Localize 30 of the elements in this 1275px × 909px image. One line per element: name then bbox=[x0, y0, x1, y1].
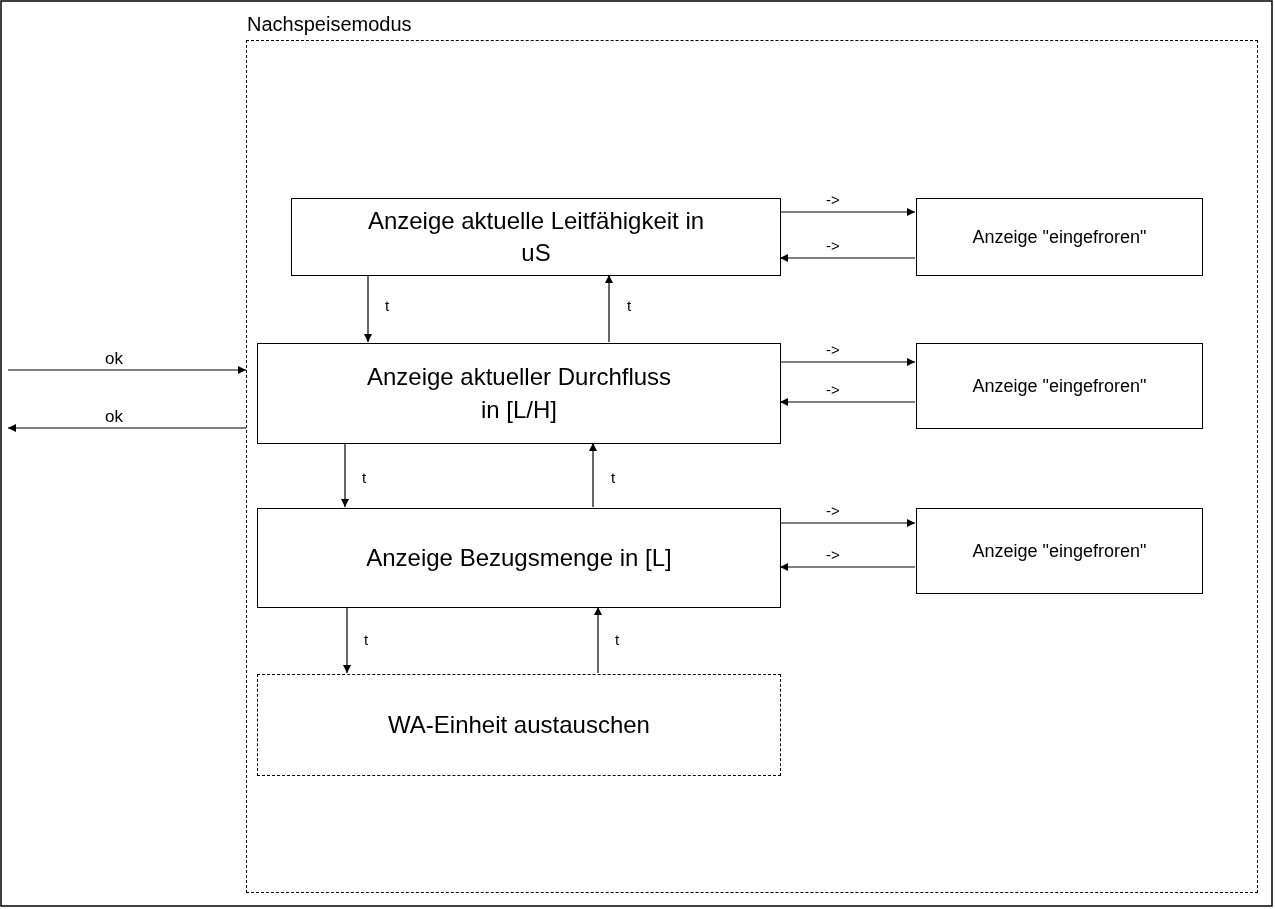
arrow bbox=[343, 606, 351, 674]
edge-label: t bbox=[364, 632, 369, 647]
arrow bbox=[341, 442, 349, 508]
state-box: Anzeige aktuelle Leitfähigkeit in uS bbox=[291, 198, 781, 276]
edge-label: ok bbox=[105, 350, 123, 367]
arrow bbox=[589, 442, 597, 508]
group-heading: Nachspeisemodus bbox=[247, 13, 412, 36]
arrow bbox=[605, 274, 613, 343]
state-box: Anzeige "eingefroren" bbox=[916, 198, 1203, 276]
dashed-state-box: WA-Einheit austauschen bbox=[257, 674, 781, 776]
edge-label: t bbox=[615, 632, 620, 647]
edge-label: t bbox=[385, 298, 390, 313]
arrow bbox=[7, 366, 247, 374]
edge-label: t bbox=[611, 470, 616, 485]
arrow bbox=[7, 424, 247, 432]
arrow bbox=[364, 274, 372, 343]
arrow bbox=[779, 358, 916, 366]
state-box: Anzeige "eingefroren" bbox=[916, 508, 1203, 594]
arrow bbox=[779, 208, 916, 216]
arrow bbox=[779, 563, 916, 571]
arrow bbox=[779, 254, 916, 262]
edge-label: t bbox=[627, 298, 632, 313]
edge-label: ok bbox=[105, 408, 123, 425]
arrow bbox=[594, 606, 602, 674]
arrow bbox=[779, 398, 916, 406]
state-box: Anzeige "eingefroren" bbox=[916, 343, 1203, 429]
state-box: Anzeige Bezugsmenge in [L] bbox=[257, 508, 781, 608]
arrow bbox=[779, 519, 916, 527]
edge-label: t bbox=[362, 470, 367, 485]
state-box: Anzeige aktueller Durchfluss in [L/H] bbox=[257, 343, 781, 444]
